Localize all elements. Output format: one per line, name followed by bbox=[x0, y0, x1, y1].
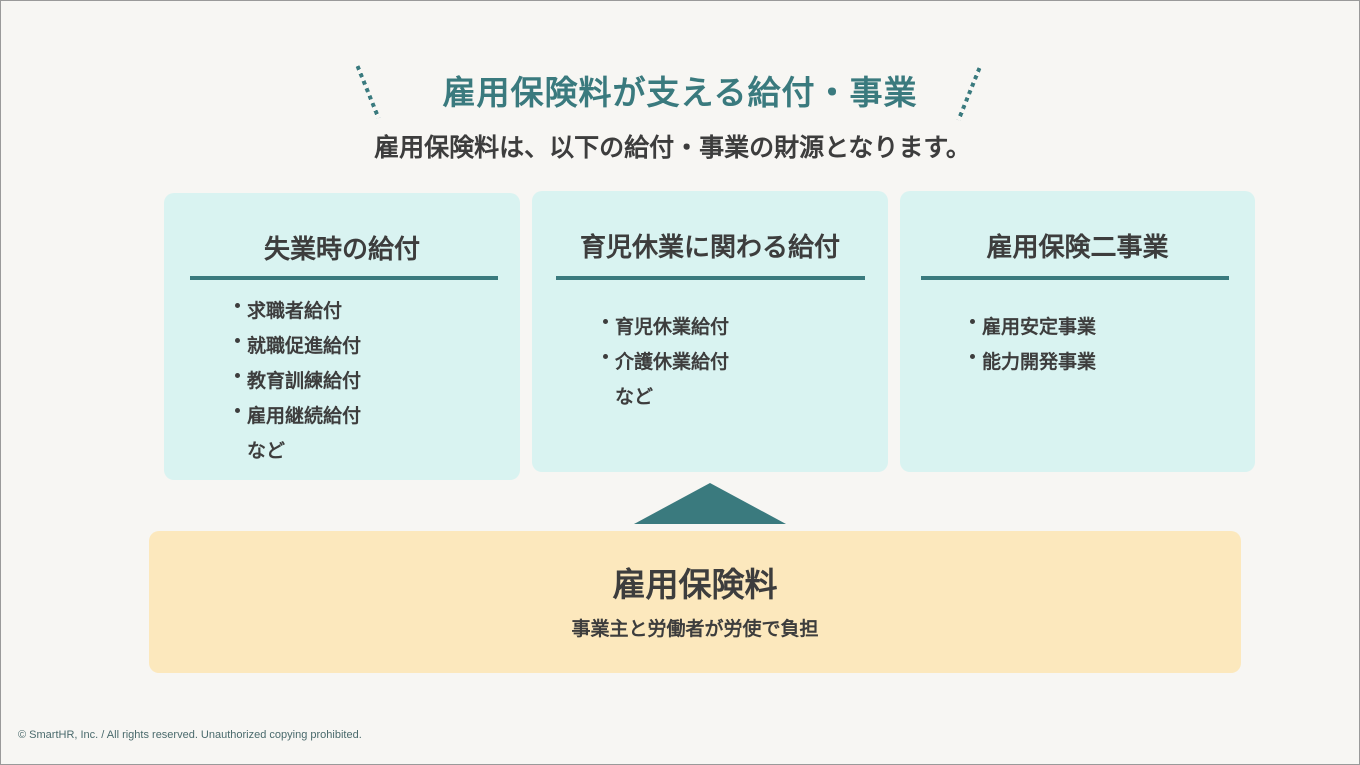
base-title: 雇用保険料 bbox=[612, 565, 778, 604]
card-two-employment-programs: 雇用保険二事業 雇用安定事業 能力開発事業 bbox=[900, 191, 1255, 472]
page-title: 雇用保険料が支える給付・事業 bbox=[442, 73, 918, 112]
card-title-underline bbox=[921, 276, 1229, 280]
card-title: 失業時の給付 bbox=[263, 235, 420, 265]
list-item: 教育訓練給付 bbox=[233, 364, 361, 399]
card-childcare-leave-benefits: 育児休業に関わる給付 育児休業給付 介護休業給付 など bbox=[532, 191, 888, 472]
page-subtitle: 雇用保険料は、以下の給付・事業の財源となります。 bbox=[374, 133, 971, 162]
list-note: など bbox=[247, 440, 286, 462]
benefit-list: 求職者給付 就職促進給付 教育訓練給付 雇用継続給付 など bbox=[233, 294, 361, 469]
card-unemployment-benefits: 失業時の給付 求職者給付 就職促進給付 教育訓練給付 雇用継続給付 など bbox=[164, 193, 520, 480]
triangle-up-icon bbox=[634, 483, 786, 524]
card-title: 育児休業に関わる給付 bbox=[579, 233, 840, 263]
list-item: 就職促進給付 bbox=[233, 329, 361, 364]
insurance-premium-box: 雇用保険料 事業主と労働者が労使で負担 bbox=[149, 531, 1241, 673]
list-item: 求職者給付 bbox=[233, 294, 361, 329]
list-item: 育児休業給付 bbox=[601, 310, 729, 345]
copyright-footer: © SmartHR, Inc. / All rights reserved. U… bbox=[18, 729, 362, 741]
program-list: 雇用安定事業 能力開発事業 bbox=[968, 310, 1096, 380]
card-title-underline bbox=[556, 276, 865, 280]
list-item: 雇用継続給付 bbox=[233, 399, 361, 434]
base-subtitle: 事業主と労働者が労使で負担 bbox=[571, 618, 819, 640]
card-title: 雇用保険二事業 bbox=[986, 233, 1169, 263]
list-item: 介護休業給付 bbox=[601, 345, 729, 380]
list-item: 能力開発事業 bbox=[968, 345, 1096, 380]
list-note: など bbox=[615, 386, 654, 408]
list-item: 雇用安定事業 bbox=[968, 310, 1096, 345]
card-title-underline bbox=[190, 276, 498, 280]
benefit-list: 育児休業給付 介護休業給付 など bbox=[601, 310, 729, 415]
